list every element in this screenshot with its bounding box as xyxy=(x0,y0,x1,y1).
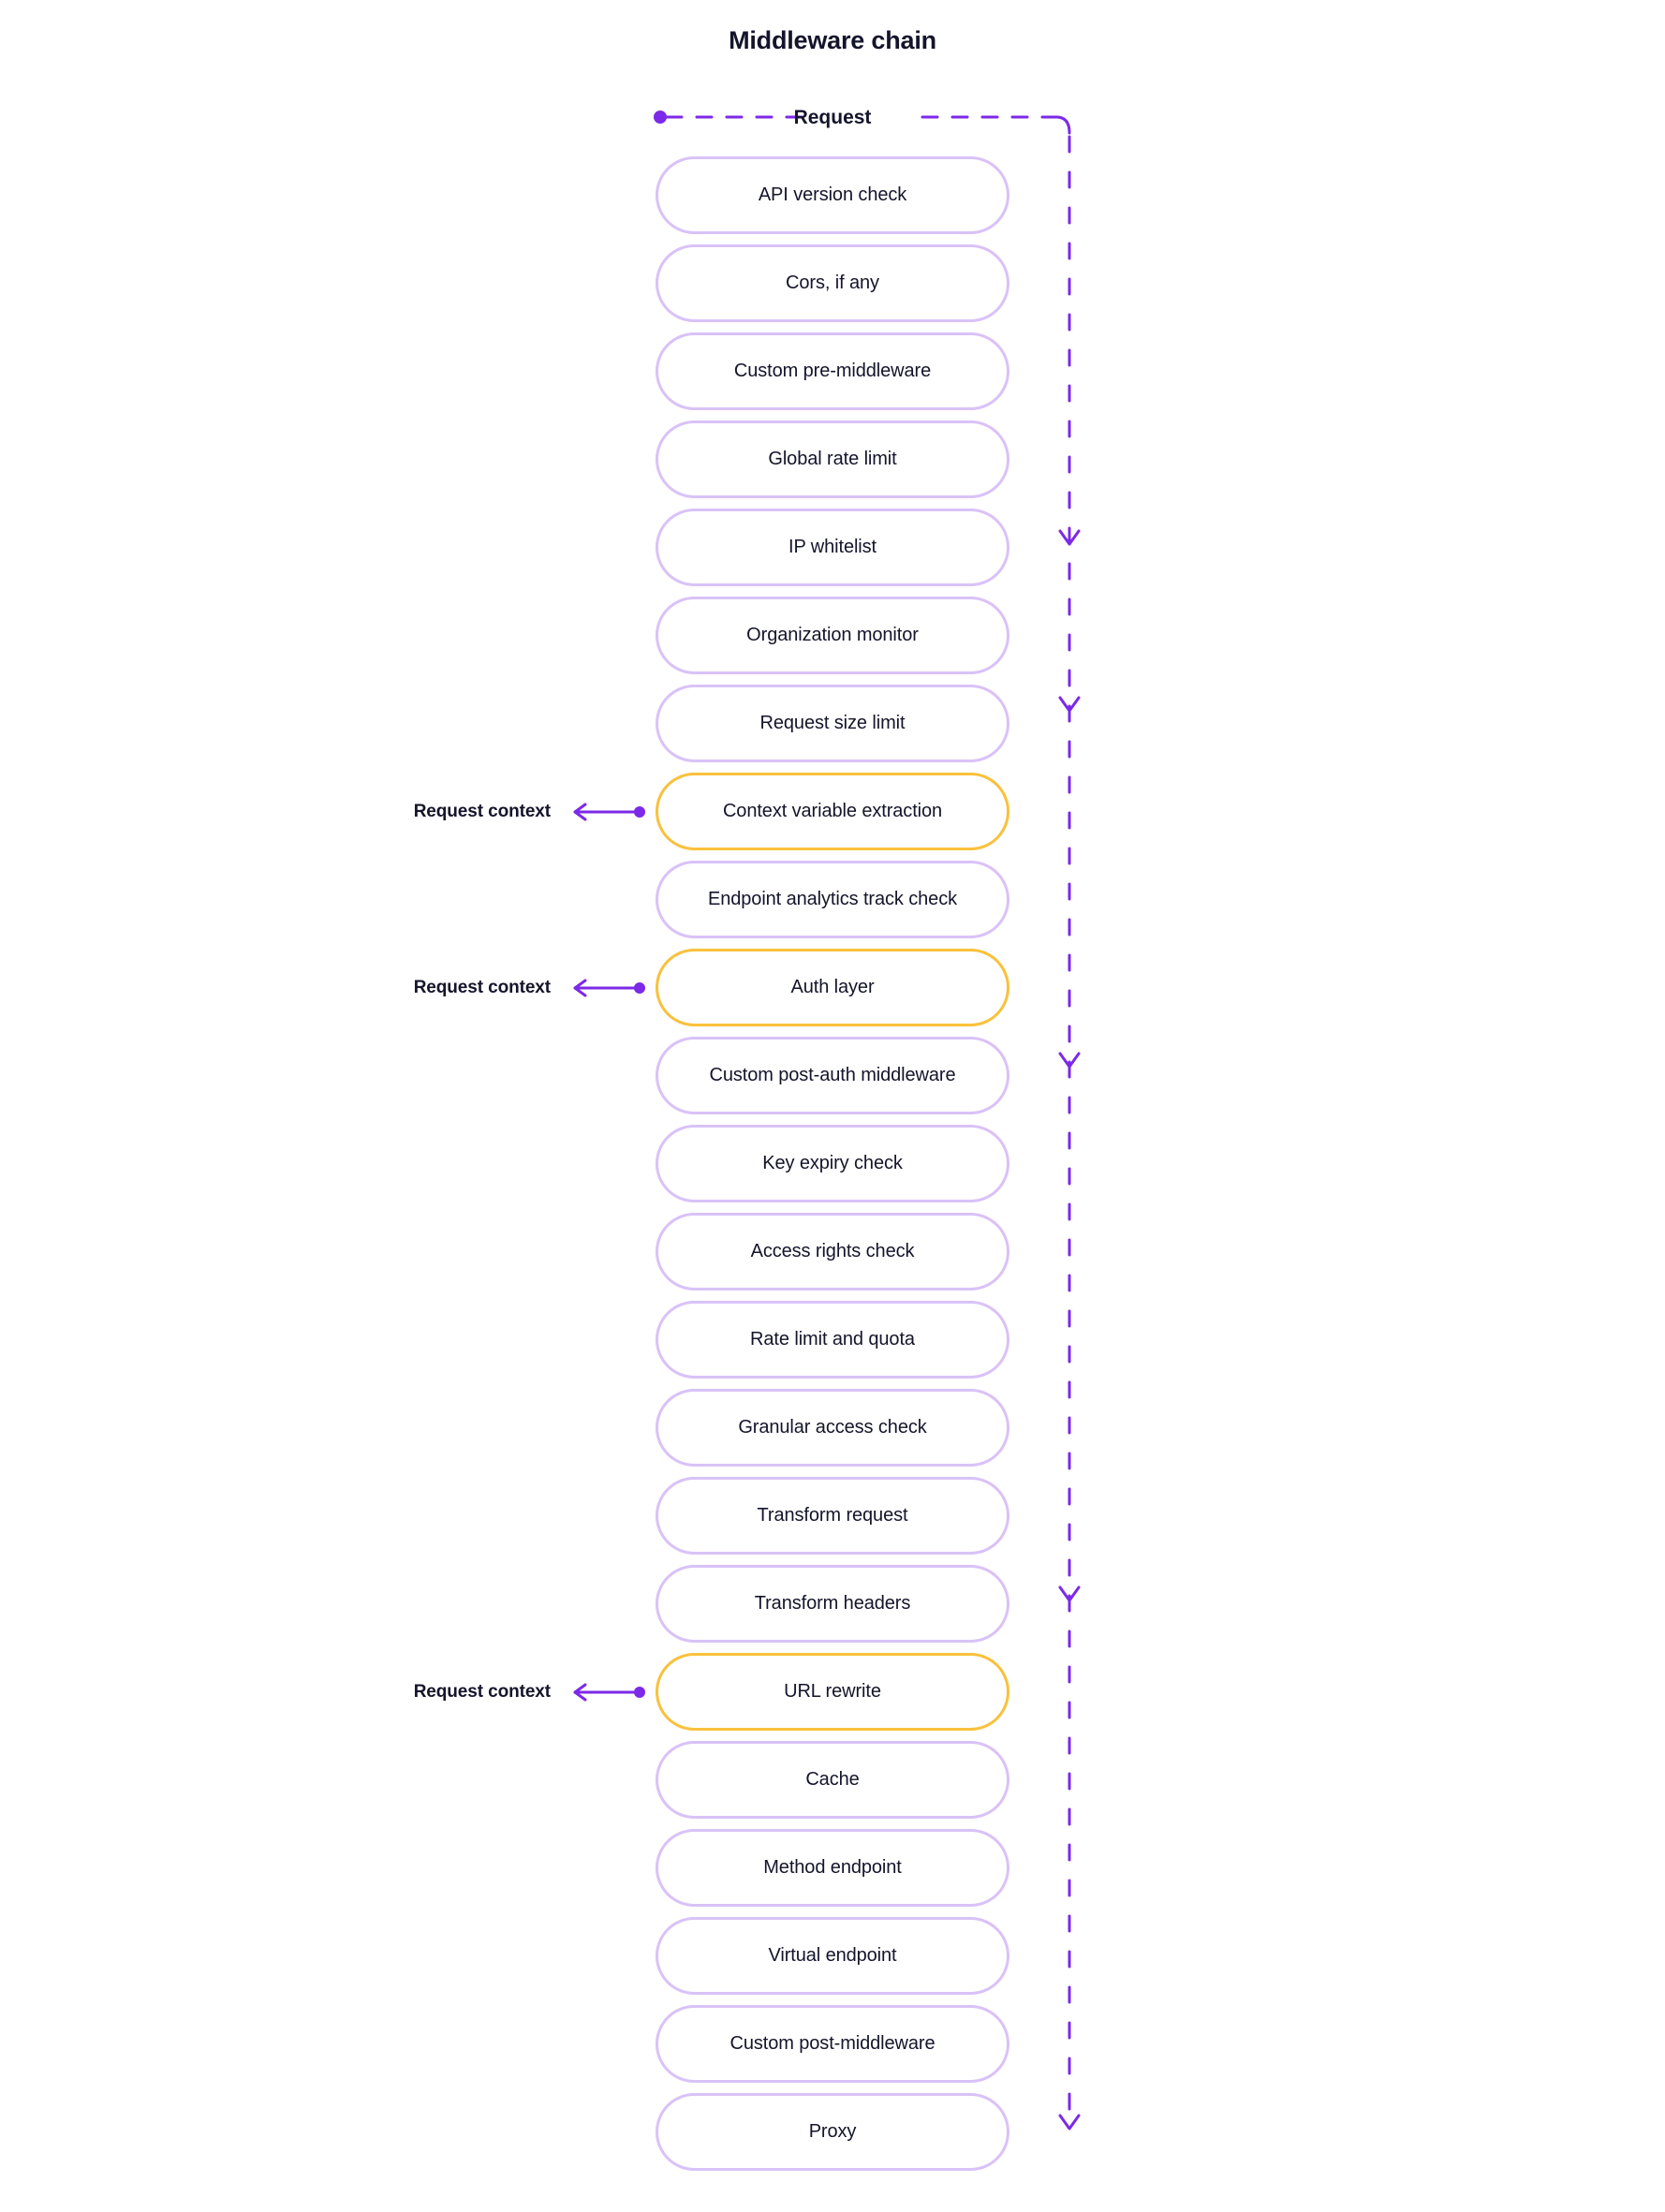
middleware-pill-label: Custom post-middleware xyxy=(729,2033,936,2054)
middleware-pill-label: IP whitelist xyxy=(788,537,877,557)
arrow-down-icon xyxy=(1058,1585,1081,1602)
arrow-left-icon xyxy=(573,979,645,996)
middleware-pill-label: API version check xyxy=(758,184,907,205)
request-entry-row: Request xyxy=(656,101,1009,135)
middleware-pill-label: Key expiry check xyxy=(762,1153,903,1173)
middleware-pill-label: Endpoint analytics track check xyxy=(707,889,958,909)
request-context-label: Request context xyxy=(413,1681,551,1702)
request-entry-label: Request xyxy=(793,107,872,128)
arrow-left-icon xyxy=(573,803,645,820)
middleware-pill[interactable]: Virtual endpoint xyxy=(656,1917,1009,1995)
middleware-pill[interactable]: API version check xyxy=(656,156,1009,234)
middleware-pill[interactable]: Context variable extraction xyxy=(656,773,1009,850)
middleware-pill[interactable]: Cors, if any xyxy=(656,244,1009,322)
middleware-pill-label: Organization monitor xyxy=(746,625,919,645)
middleware-pill[interactable]: Cache xyxy=(656,1741,1009,1819)
middleware-pill[interactable]: Custom post-auth middleware xyxy=(656,1037,1009,1114)
middleware-pill-label: URL rewrite xyxy=(784,1681,881,1702)
middleware-pill[interactable]: Transform headers xyxy=(656,1565,1009,1643)
page-title: Middleware chain xyxy=(729,26,936,54)
middleware-pill-label: Cors, if any xyxy=(786,273,879,293)
middleware-pill-label: Rate limit and quota xyxy=(750,1329,915,1349)
middleware-pill-label: Virtual endpoint xyxy=(768,1945,897,1966)
flow-corner-icon xyxy=(1054,115,1071,135)
request-context-label: Request context xyxy=(413,977,551,997)
middleware-pill-label: Granular access check xyxy=(738,1417,927,1438)
middleware-pill[interactable]: Request size limit xyxy=(656,685,1009,762)
middleware-pill[interactable]: Proxy xyxy=(656,2093,1009,2171)
request-context-label: Request context xyxy=(413,801,551,821)
middleware-pill-label: Custom post-auth middleware xyxy=(709,1065,956,1085)
middleware-pill[interactable]: Method endpoint xyxy=(656,1829,1009,1907)
middleware-pill[interactable]: Access rights check xyxy=(656,1213,1009,1290)
middleware-pill[interactable]: Organization monitor xyxy=(656,597,1009,674)
middleware-pill-label: Custom pre-middleware xyxy=(733,361,932,381)
middleware-pill-label: Method endpoint xyxy=(763,1857,902,1878)
middleware-pill-label: Transform request xyxy=(757,1505,908,1526)
middleware-pill[interactable]: Auth layer xyxy=(656,949,1009,1026)
middleware-pill[interactable]: Custom post-middleware xyxy=(656,2005,1009,2083)
middleware-pill[interactable]: Global rate limit xyxy=(656,420,1009,498)
middleware-pill[interactable]: IP whitelist xyxy=(656,509,1009,586)
arrow-down-icon xyxy=(1058,696,1081,713)
arrow-down-icon xyxy=(1058,529,1081,546)
middleware-pill-label: Context variable extraction xyxy=(722,801,943,821)
middleware-pill-label: Access rights check xyxy=(750,1241,915,1261)
request-context-annotation: Request context xyxy=(281,969,646,1007)
middleware-pill-label: Global rate limit xyxy=(768,449,897,469)
arrow-left-icon xyxy=(573,1683,645,1701)
middleware-pill[interactable]: Key expiry check xyxy=(656,1125,1009,1202)
middleware-pill[interactable]: URL rewrite xyxy=(656,1653,1009,1731)
request-context-annotation: Request context xyxy=(281,1674,646,1711)
middleware-pill[interactable]: Granular access check xyxy=(656,1389,1009,1467)
arrow-down-icon xyxy=(1058,1052,1081,1069)
middleware-pill[interactable]: Rate limit and quota xyxy=(656,1301,1009,1379)
middleware-pill[interactable]: Transform request xyxy=(656,1477,1009,1555)
middleware-pill-label: Cache xyxy=(805,1769,860,1790)
middleware-pill-label: Request size limit xyxy=(759,713,906,733)
middleware-pill-label: Transform headers xyxy=(754,1593,911,1614)
middleware-pill[interactable]: Custom pre-middleware xyxy=(656,332,1009,410)
middleware-pill-label: Auth layer xyxy=(790,977,875,997)
arrow-down-icon xyxy=(1058,2114,1081,2131)
request-context-annotation: Request context xyxy=(281,793,646,831)
middleware-pill[interactable]: Endpoint analytics track check xyxy=(656,861,1009,938)
middleware-pill-label: Proxy xyxy=(808,2121,857,2142)
